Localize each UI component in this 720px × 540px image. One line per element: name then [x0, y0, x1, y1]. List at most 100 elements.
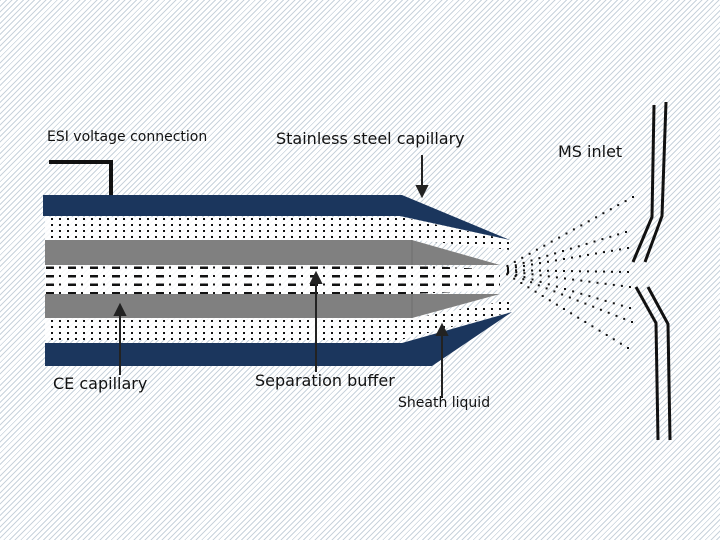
- ce-capillary-arrowhead: [113, 302, 127, 316]
- spray-droplet: [632, 196, 634, 198]
- spray-droplet: [528, 252, 531, 255]
- electrospray-plume: [506, 196, 634, 349]
- spray-droplet: [554, 252, 557, 255]
- spray-droplet: [555, 269, 557, 272]
- spray-droplet: [507, 270, 510, 273]
- spray-droplet: [565, 232, 568, 235]
- spray-droplet: [558, 236, 561, 239]
- spray-droplet: [563, 258, 565, 260]
- spray-droplet: [515, 271, 518, 274]
- spray-droplet: [531, 278, 534, 281]
- spray-droplet: [515, 266, 517, 269]
- spray-droplet: [596, 297, 599, 300]
- spray-droplet: [537, 284, 540, 287]
- stainless-steel-capillary-lower: [45, 312, 512, 366]
- sheath-liquid-lower: [45, 300, 510, 340]
- spray-droplet: [506, 272, 509, 275]
- spray-droplet: [553, 290, 556, 293]
- spray-droplet: [580, 224, 583, 227]
- spray-droplet: [615, 314, 618, 317]
- spray-droplet: [611, 249, 613, 252]
- spray-droplet: [620, 304, 623, 307]
- spray-droplet: [602, 212, 605, 215]
- spray-droplet: [507, 267, 509, 270]
- spray-droplet: [539, 262, 541, 265]
- spray-droplet: [523, 264, 525, 267]
- separation-buffer-region: [45, 265, 500, 294]
- spray-droplet: [624, 200, 627, 203]
- spray-droplet: [627, 247, 629, 249]
- spray-droplet: [629, 286, 631, 288]
- spray-droplet: [605, 334, 608, 336]
- spray-droplet: [547, 283, 550, 286]
- label-separation-buffer: Separation buffer: [255, 371, 395, 390]
- spray-droplet: [619, 270, 621, 273]
- spray-droplet: [514, 275, 517, 278]
- spray-droplet: [543, 244, 546, 247]
- spray-droplet: [604, 299, 607, 302]
- spray-droplet: [527, 286, 530, 289]
- spray-droplet: [588, 295, 591, 298]
- spray-droplet: [562, 250, 564, 252]
- spray-droplet: [607, 311, 610, 314]
- spray-droplet: [571, 256, 573, 259]
- spray-droplet: [530, 281, 533, 284]
- spray-droplet: [523, 272, 526, 275]
- spray-droplet: [587, 270, 589, 273]
- spray-droplet: [572, 290, 575, 293]
- spray-droplet: [569, 247, 572, 250]
- spray-droplet: [531, 269, 533, 272]
- spray-droplet: [513, 260, 516, 263]
- spray-droplet: [568, 296, 571, 299]
- spray-droplet: [585, 242, 588, 245]
- spray-droplet: [521, 256, 524, 259]
- spray-droplet: [619, 342, 622, 345]
- spray-droplet: [514, 264, 517, 267]
- spray-droplet: [595, 252, 597, 255]
- ms-inlet-lower-inner: [646, 286, 672, 441]
- spray-droplet: [595, 270, 597, 273]
- spray-droplet: [612, 302, 615, 305]
- spray-droplet: [612, 338, 615, 341]
- spray-droplet: [548, 299, 551, 302]
- spray-droplet: [627, 271, 629, 273]
- esi-voltage-wire: [49, 160, 113, 195]
- sheath-liquid-arrowhead: [435, 322, 449, 336]
- spray-droplet: [598, 329, 601, 332]
- spray-droplet: [523, 269, 525, 272]
- label-ce-capillary: CE capillary: [53, 374, 148, 393]
- ce-capillary-upper-wall: [45, 240, 500, 265]
- spray-droplet: [564, 288, 566, 290]
- spray-droplet: [577, 245, 580, 248]
- spray-droplet: [587, 253, 589, 256]
- ms-inlet-lower-outer: [634, 286, 660, 441]
- label-sheath-liquid: Sheath liquid: [398, 395, 491, 411]
- spray-droplet: [572, 228, 575, 231]
- spray-droplet: [539, 280, 542, 283]
- spray-droplet: [623, 317, 626, 320]
- spray-droplet: [580, 292, 583, 295]
- ms-inlet: [631, 101, 672, 441]
- spray-droplet: [515, 269, 517, 272]
- spray-droplet: [531, 273, 534, 276]
- spray-droplet: [580, 279, 583, 282]
- spray-droplet: [595, 216, 598, 219]
- spray-droplet: [523, 276, 526, 279]
- ce-capillary-lower-wall: [45, 294, 500, 318]
- spray-droplet: [546, 254, 549, 257]
- spray-droplet: [591, 325, 594, 328]
- spray-droplet: [530, 259, 533, 262]
- spray-droplet: [587, 220, 590, 223]
- spray-droplet: [561, 293, 564, 296]
- spray-droplet: [609, 235, 612, 238]
- spray-droplet: [547, 275, 550, 278]
- spray-droplet: [555, 259, 557, 262]
- spray-droplet: [599, 308, 602, 311]
- spray-droplet: [604, 282, 607, 285]
- spray-droplet: [620, 284, 623, 287]
- spray-droplet: [522, 278, 525, 281]
- label-stainless-steel-capillary: Stainless steel capillary: [276, 129, 465, 148]
- spray-droplet: [631, 321, 633, 323]
- spray-droplet: [627, 347, 629, 349]
- spray-droplet: [541, 295, 544, 297]
